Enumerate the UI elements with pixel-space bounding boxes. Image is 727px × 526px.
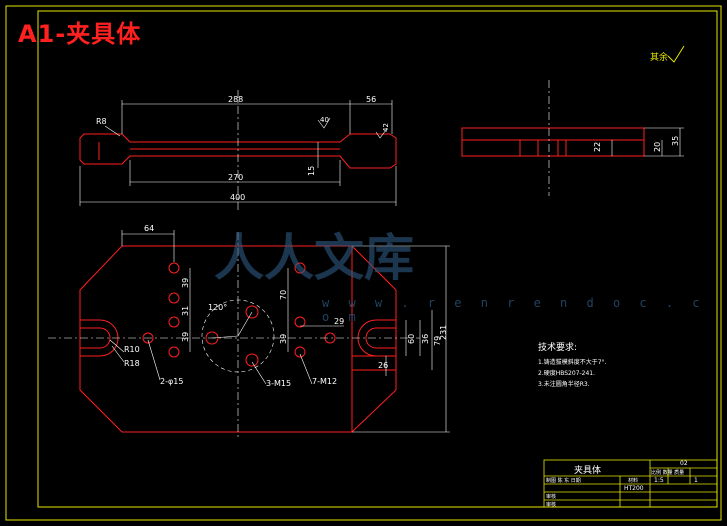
dim-120-angle: 120°: [208, 303, 227, 312]
dim-r10: R10: [124, 345, 140, 354]
tb-material-label: 材料: [628, 478, 639, 484]
top-view: [79, 133, 397, 169]
tb-code: 02: [680, 460, 688, 467]
dim-35: 35: [671, 136, 680, 146]
top-view-dims: [79, 90, 397, 210]
title-block-grid: [543, 459, 718, 508]
tech-req-item-1: 1.铸造拔模斜度不大于7°.: [538, 359, 607, 366]
dim-20: 20: [653, 142, 662, 152]
dim-26: 26: [378, 361, 388, 370]
dim-39-b: 39: [181, 332, 190, 342]
dim-39-c: 39: [279, 334, 288, 344]
dim-60: 60: [407, 334, 416, 344]
tb-col-headers: 比例 数量 质量: [651, 470, 685, 476]
dim-39-a: 39: [181, 278, 190, 288]
inner-frame: [37, 10, 718, 508]
dim-70: 70: [279, 290, 288, 300]
holes-2-phi15: 2-φ15: [160, 377, 183, 386]
dim-231: 231: [439, 325, 448, 340]
outer-frame: [5, 5, 722, 521]
technical-requirements: 技术要求: 1.铸造拔模斜度不大于7°. 2.硬度HBS207-241. 3.未…: [538, 340, 606, 390]
dim-56: 56: [366, 95, 376, 104]
tb-scale: 1:5: [654, 477, 664, 484]
side-view: [461, 127, 645, 157]
tb-row1: 制图 陈 东 日期: [546, 478, 581, 484]
roughness-symbol-icon: [667, 45, 685, 63]
watermark-url: w w w . r e n r e n d o c . c o m: [322, 296, 706, 324]
holes-7-m12: 7-M12: [312, 377, 337, 386]
watermark-logo: 人人文库: [214, 229, 414, 287]
dim-r8: R8: [96, 117, 107, 126]
dim-roughness-a: 40: [320, 116, 329, 124]
tech-req-heading: 技术要求:: [538, 343, 578, 353]
tech-req-item-3: 3.未注圆角半径R3.: [538, 381, 590, 388]
dim-36: 36: [421, 334, 430, 344]
front-view-dims: [48, 230, 450, 440]
tb-material: HT200: [624, 485, 644, 492]
side-view-dims: [548, 80, 684, 196]
dim-31: 31: [181, 306, 190, 316]
dim-roughness-b: 42: [382, 123, 390, 132]
dim-288: 288: [228, 95, 243, 104]
dimension-texts: 288 56 270 400 R8 15 40 42 22 20 35 64 3…: [96, 51, 680, 388]
tb-part-name: 夹具体: [574, 466, 602, 476]
tb-qty: 1: [694, 477, 698, 484]
dim-64: 64: [144, 224, 154, 233]
holes-3-m15: 3-M15: [266, 379, 291, 388]
dim-79: 79: [433, 336, 442, 346]
dim-r18: R18: [124, 359, 140, 368]
dim-270: 270: [228, 173, 243, 182]
dim-400: 400: [230, 193, 245, 202]
dim-29: 29: [334, 317, 344, 326]
sheet-title: A1-夹具体: [18, 20, 142, 48]
tech-req-item-2: 2.硬度HBS207-241.: [538, 370, 596, 377]
tb-row3: 审核: [546, 502, 557, 508]
dim-22: 22: [593, 142, 602, 152]
roughness-note: 其余: [650, 51, 668, 63]
tb-row2: 审核: [546, 494, 557, 500]
dim-15: 15: [307, 166, 316, 176]
